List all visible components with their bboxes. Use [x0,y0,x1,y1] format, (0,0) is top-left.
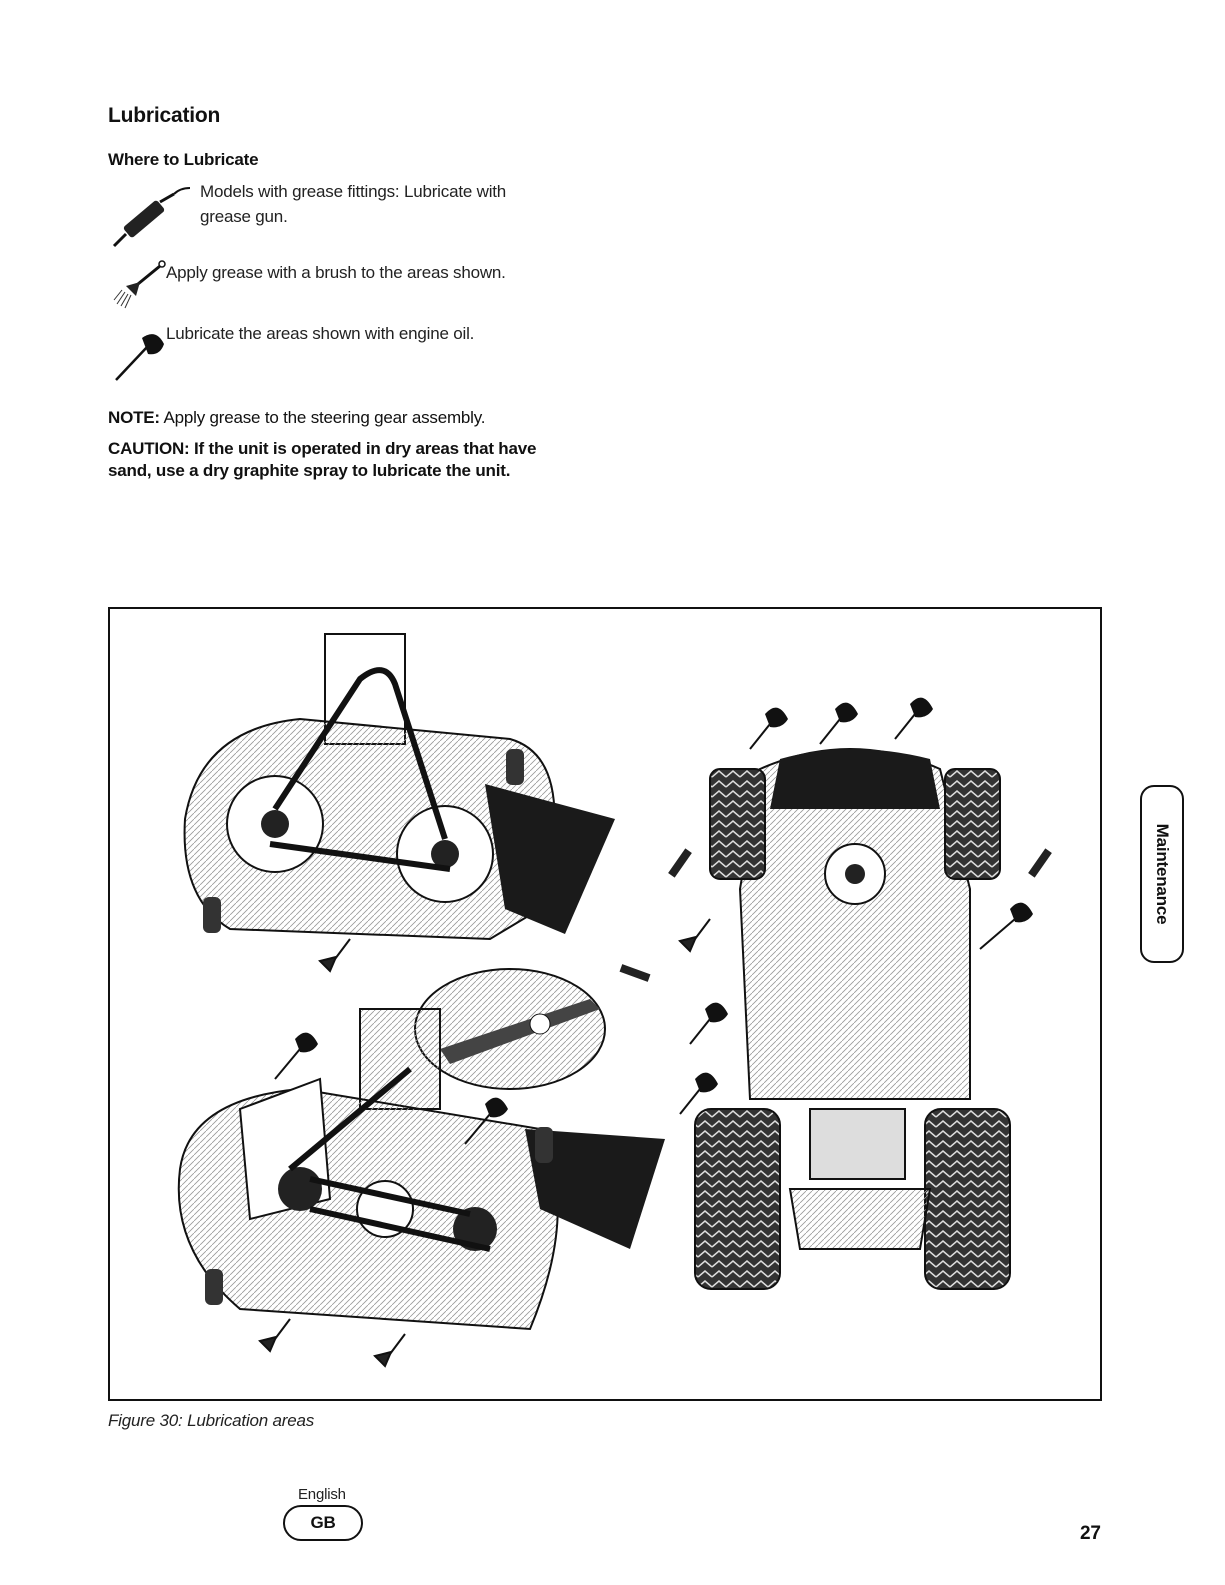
language-badge: GB [283,1505,363,1541]
note-label: NOTE: [108,408,160,427]
side-tab-label: Maintenance [1153,823,1172,925]
page-number: 27 [1080,1523,1101,1544]
lubrication-diagram [177,633,1052,1368]
brush-icon [113,260,166,309]
blade-detail [414,968,606,1090]
mower-deck-bottom [177,1008,665,1331]
legend-grease-gun-text-1: Models with grease fittings: Lubricate w… [200,182,507,201]
legend-brush-text: Apply grease with a brush to the areas s… [166,263,506,282]
grease-gun-icon [112,187,191,248]
oil-markers [274,697,1033,1145]
lubrication-figure [108,607,1102,1401]
language-label: English [298,1486,346,1503]
figure-caption: Figure 30: Lubrication areas [108,1411,315,1430]
caution-text: If the unit is operated in dry areas tha… [108,439,537,480]
grease-markers [619,848,1052,982]
mower-deck-top [183,633,615,941]
legend-grease-gun-text-2: grease gun. [200,207,288,226]
side-tab-maintenance: Maintenance [1140,785,1184,963]
oil-can-icon [115,334,164,381]
tractor-underside [694,748,1011,1290]
caution-label: CAUTION: [108,439,190,458]
section-title: Lubrication [108,104,221,127]
note-text: Apply grease to the steering gear assemb… [163,408,486,427]
caution: CAUTION: If the unit is operated in dry … [108,438,578,482]
note: NOTE: Apply grease to the steering gear … [108,408,486,428]
brush-markers [258,918,711,1368]
legend-oil-text: Lubricate the areas shown with engine oi… [166,324,475,343]
subsection-title: Where to Lubricate [108,150,259,169]
